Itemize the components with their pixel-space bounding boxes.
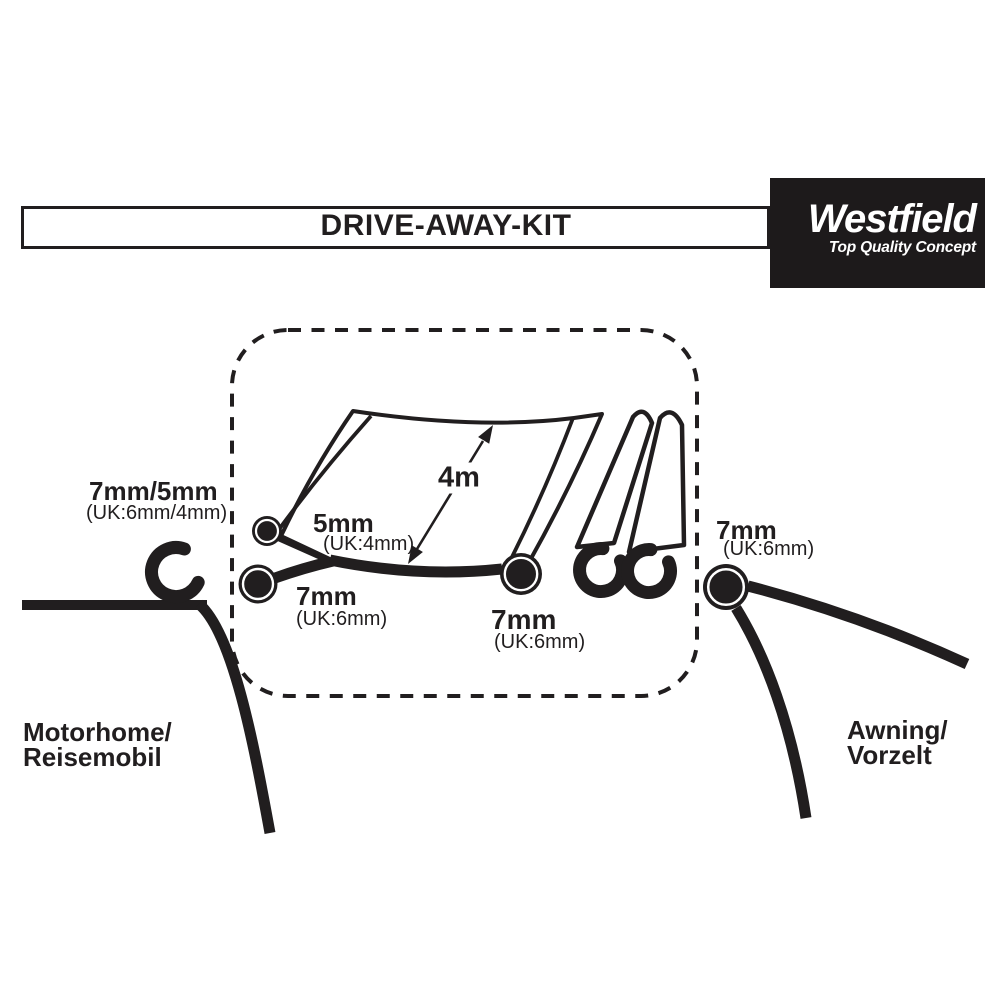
title-box bbox=[21, 206, 770, 249]
bead-7mm-awning bbox=[703, 564, 749, 610]
awning-uk-label: (UK:6mm) bbox=[723, 538, 815, 560]
motorhome-uk-label: (UK:6mm/4mm) bbox=[86, 502, 228, 524]
bead-7mm-center bbox=[500, 553, 542, 595]
page-title: DRIVE-AWAY-KIT bbox=[320, 209, 572, 242]
bead-5mm bbox=[252, 516, 282, 546]
awning-rail-line bbox=[746, 580, 970, 670]
awning-side-label-line2: Vorzelt bbox=[847, 740, 932, 770]
kit-dashed-border bbox=[230, 328, 699, 698]
westfield-logo: Westfield Top Quality Concept bbox=[770, 178, 985, 288]
c-channel-left bbox=[573, 542, 629, 598]
motorhome-side-label-line1: Motorhome/ bbox=[23, 717, 172, 747]
c-channel-right bbox=[621, 543, 677, 599]
motorhome-rail-hook bbox=[145, 541, 205, 604]
length-arrow-head-top bbox=[478, 425, 493, 444]
band-from-7mm-bead bbox=[273, 555, 335, 584]
brand-name: Westfield bbox=[807, 197, 977, 241]
label-7mm-left-size: 7mm bbox=[296, 581, 357, 611]
label-5mm-uk: (UK:4mm) bbox=[323, 533, 415, 555]
label-7mm-center-size: 7mm bbox=[491, 604, 557, 635]
bead-7mm-left bbox=[238, 564, 278, 604]
motorhome-side-label-line2: Reisemobil bbox=[23, 742, 162, 772]
label-5mm-size: 5mm bbox=[313, 508, 374, 538]
motorhome-descending-line bbox=[195, 599, 276, 834]
awning-side-label-line1: Awning/ bbox=[847, 715, 948, 745]
motorhome-size-label: 7mm/5mm bbox=[89, 476, 218, 506]
length-label: 4m bbox=[435, 462, 483, 494]
brand-tagline: Top Quality Concept bbox=[828, 239, 976, 256]
motorhome-side-label: Motorhome/ Reisemobil bbox=[23, 717, 172, 772]
fabric-right-hem-line bbox=[510, 417, 575, 558]
awning-size-label: 7mm bbox=[716, 515, 777, 545]
fabric-bottom-band bbox=[328, 554, 503, 578]
length-arrow-head-bottom bbox=[408, 545, 423, 564]
fabric-left-hem-line bbox=[278, 414, 373, 530]
keder-tube-right bbox=[626, 410, 687, 555]
awning-side-label: Awning/ Vorzelt bbox=[847, 715, 948, 770]
awning-descending-line bbox=[731, 605, 812, 819]
keder-tube-left bbox=[574, 409, 655, 550]
length-arrow-line bbox=[415, 440, 485, 550]
label-7mm-left-uk: (UK:6mm) bbox=[296, 608, 388, 630]
label-7mm-center-uk: (UK:6mm) bbox=[494, 631, 586, 653]
